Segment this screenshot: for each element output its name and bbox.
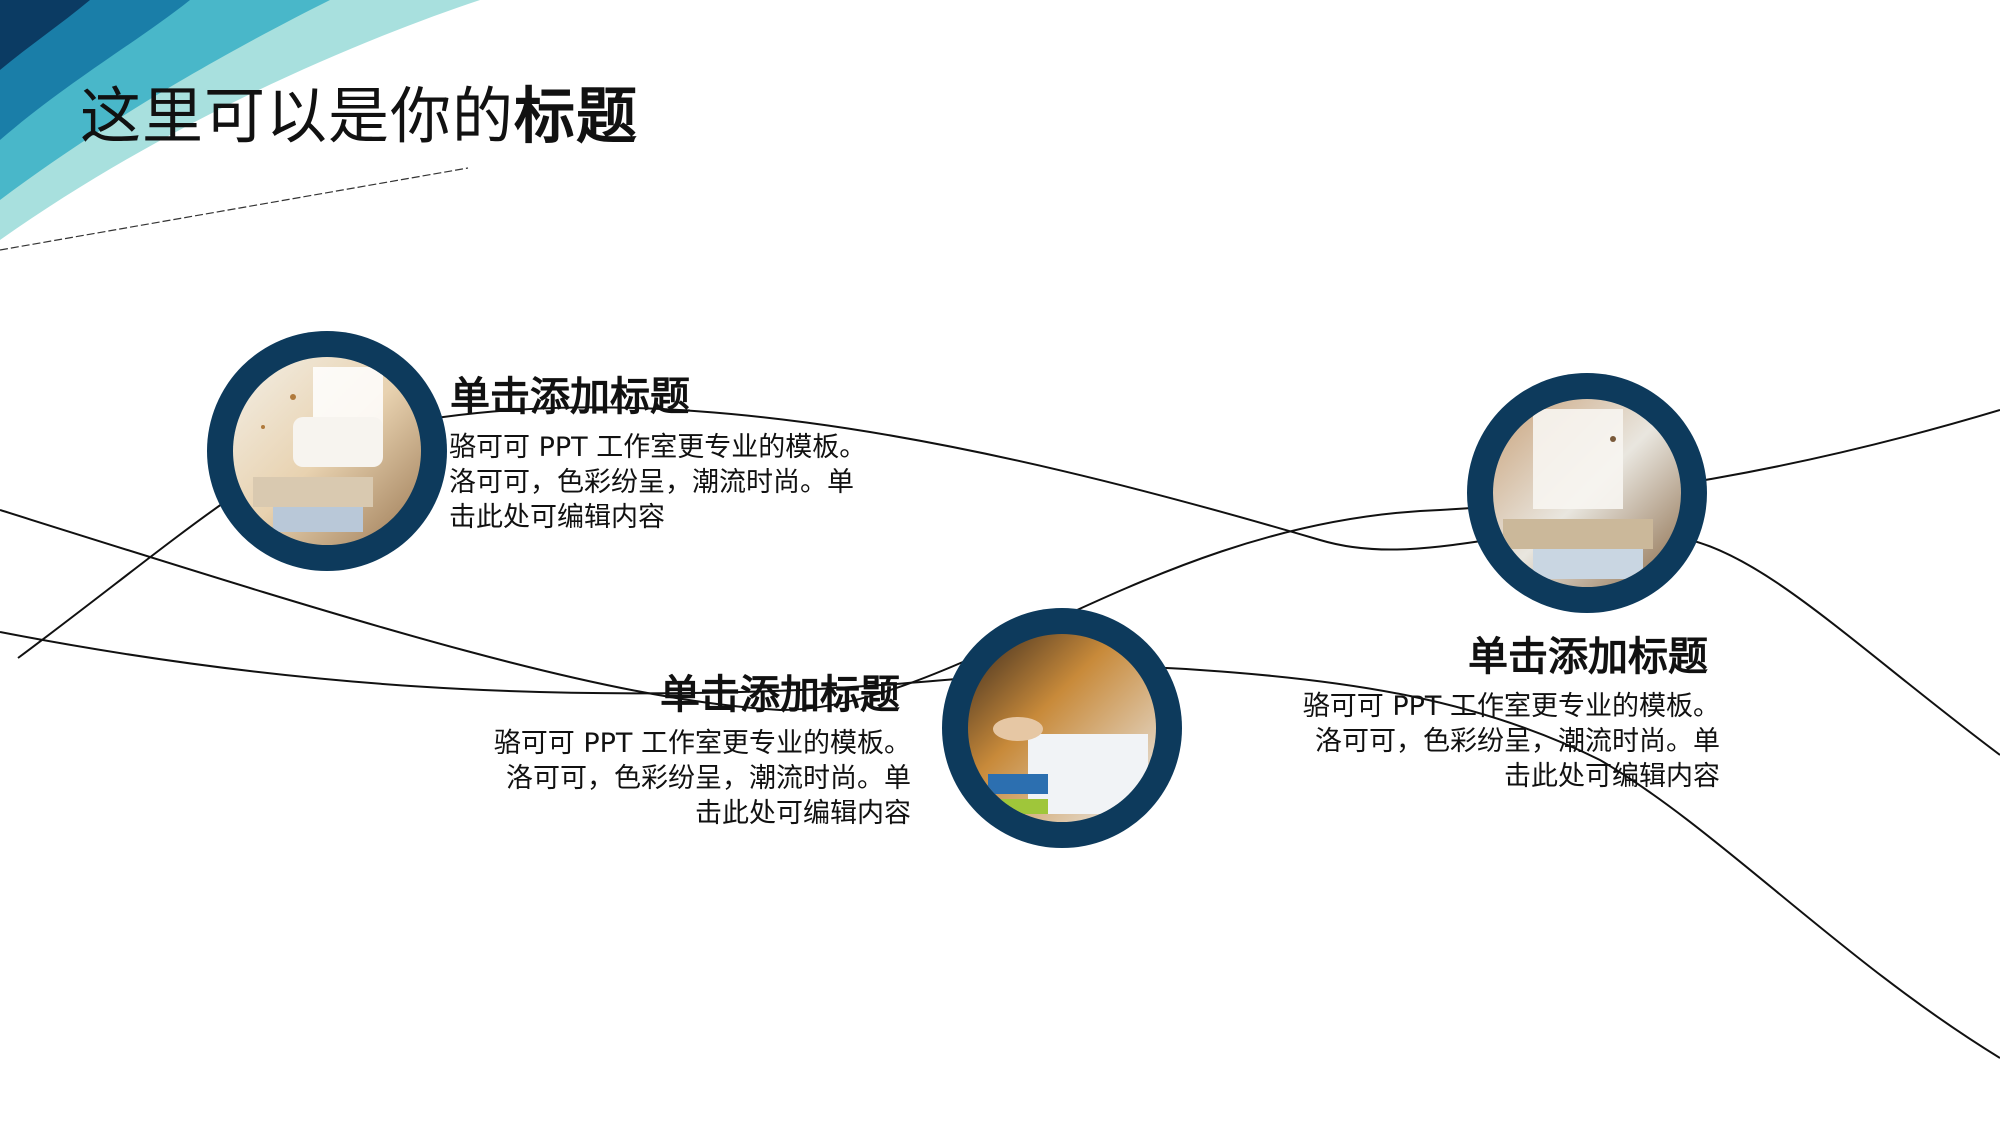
item-3-heading: 单击添加标题 — [1468, 634, 1708, 680]
photo-image-1 — [233, 357, 421, 545]
title-bold-part: 标题 — [514, 81, 639, 152]
page-title: 这里可以是你的标题 — [80, 66, 638, 155]
title-divider — [0, 167, 469, 251]
item-1-line-2: 洛可可，色彩纷呈，潮流时尚。单 — [449, 467, 854, 498]
item-3-body: 骆可可 PPT 工作室更专业的模板。 洛可可，色彩纷呈，潮流时尚。单 击此处可编… — [1303, 689, 1720, 794]
item-2-line-1: 骆可可 PPT 工作室更专业的模板。 — [493, 728, 911, 759]
photo-image-2 — [968, 634, 1156, 822]
corner-swoosh — [0, 0, 480, 240]
item-1-line-3: 击此处可编辑内容 — [449, 502, 665, 533]
item-2-line-3: 击此处可编辑内容 — [695, 798, 911, 829]
title-light-part: 这里可以是你的 — [80, 81, 515, 152]
photo-circle-3 — [1467, 373, 1707, 613]
photo-image-3 — [1493, 399, 1681, 587]
item-1-body: 骆可可 PPT 工作室更专业的模板。 洛可可，色彩纷呈，潮流时尚。单 击此处可编… — [449, 430, 866, 535]
photo-circle-2 — [942, 608, 1182, 848]
item-1-heading: 单击添加标题 — [450, 374, 690, 420]
photo-circle-1 — [207, 331, 447, 571]
item-2-heading: 单击添加标题 — [660, 672, 900, 718]
item-3-line-1: 骆可可 PPT 工作室更专业的模板。 — [1302, 691, 1720, 722]
item-3-line-2: 洛可可，色彩纷呈，潮流时尚。单 — [1315, 726, 1720, 757]
item-2-body: 骆可可 PPT 工作室更专业的模板。 洛可可，色彩纷呈，潮流时尚。单 击此处可编… — [494, 726, 911, 831]
item-1-line-1: 骆可可 PPT 工作室更专业的模板。 — [449, 432, 867, 463]
item-2-line-2: 洛可可，色彩纷呈，潮流时尚。单 — [506, 763, 911, 794]
item-3-line-3: 击此处可编辑内容 — [1504, 761, 1720, 792]
